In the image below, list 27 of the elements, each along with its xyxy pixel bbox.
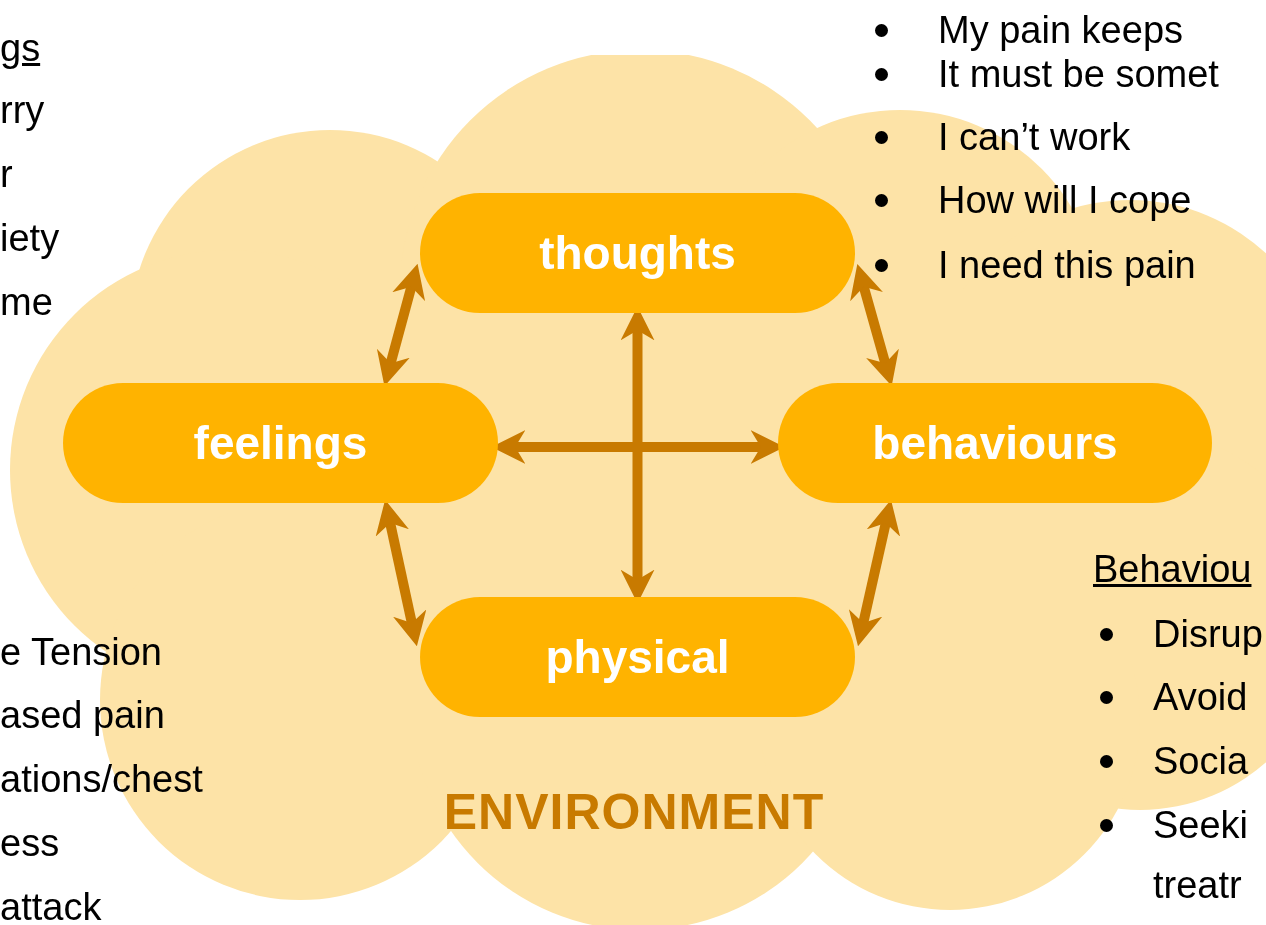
environment-label: ENVIRONMENT [442,783,826,842]
rounded-pill-box [420,193,855,313]
list-item-text: ased pain [0,693,165,738]
list-item-text: r [0,152,13,197]
list-heading: gs [0,26,41,71]
node-label: physical [545,629,730,685]
list-item-text: I can’t work [938,115,1131,160]
node-label: feelings [193,415,368,471]
list-item-text: Avoid [1153,675,1248,720]
list-heading: Behaviou [1093,547,1252,592]
list-item-text: I need this pain [938,243,1196,288]
rounded-pill-box [420,597,855,717]
node-label: thoughts [539,225,736,281]
list-item-text: Socia [1153,739,1249,784]
list-item-text: Disrup [1153,612,1263,657]
list-item-text: Seeki treatr [1153,803,1250,908]
list-item-text: How will I cope [938,178,1192,223]
list-item-text: rry [0,88,45,133]
list-item-text: ess [0,821,60,866]
node-label: behaviours [872,415,1118,471]
list-item-text: ations/chest [0,757,203,802]
list-item-text: me [0,280,53,325]
list-item-text: e Tension [0,630,162,675]
list-item-text: attack [0,885,102,925]
list-item-text: My pain keeps [938,8,1183,53]
list-item-text: iety [0,216,60,261]
list-item-text: It must be somet [938,52,1219,97]
